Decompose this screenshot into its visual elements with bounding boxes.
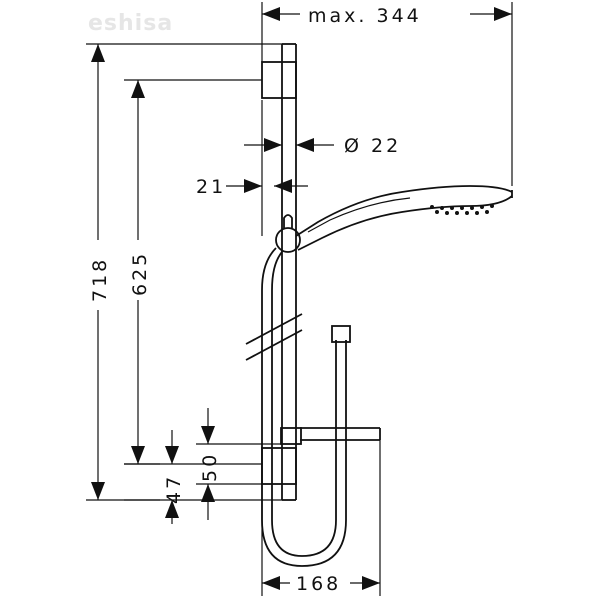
dimension-slider-height: 625 [124, 79, 262, 465]
dimension-label-max-width: max. 344 [308, 5, 422, 27]
dimension-shelf-width: 168 [261, 440, 381, 596]
slider-and-hose [261, 214, 351, 567]
hand-shower [295, 185, 513, 251]
dimension-bracket-offset: 47 [124, 430, 185, 524]
dimension-offset: 21 [196, 100, 308, 236]
dimension-label-bracket-offset: 47 [163, 474, 185, 504]
dimension-label-shelf-width: 168 [296, 573, 341, 595]
dimension-diameter: Ø 22 [244, 135, 401, 157]
watermark-logo: eshisa [88, 11, 173, 36]
top-wall-mount [261, 61, 297, 99]
dimension-label-bracket-height: 50 [199, 452, 221, 482]
dimension-label-slider-height: 625 [129, 251, 151, 296]
dimension-max-width: max. 344 [261, 2, 513, 186]
shelf-arm [300, 427, 381, 441]
dimension-label-offset: 21 [196, 176, 226, 198]
dimension-total-height: 718 [86, 43, 282, 501]
rail-break-marks [245, 313, 303, 361]
spray-nozzles [430, 204, 494, 215]
dimension-label-diameter: Ø 22 [344, 135, 401, 157]
wall-rail [281, 43, 297, 501]
dimension-bracket-height: 50 [196, 408, 281, 520]
dimension-label-total-height: 718 [89, 257, 111, 302]
